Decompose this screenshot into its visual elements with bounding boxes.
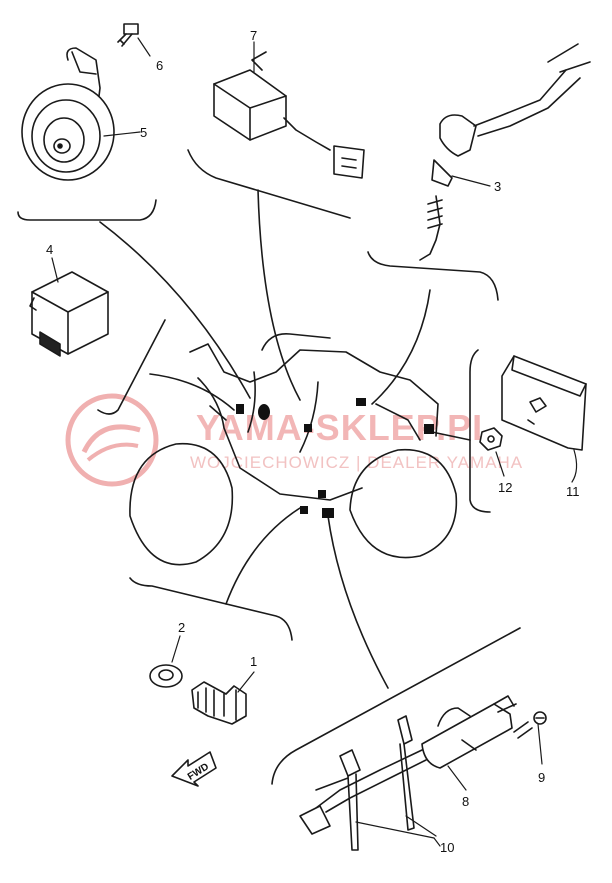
callout-12: 12 <box>498 480 512 495</box>
bracket-horn <box>17 199 157 221</box>
callout-2: 2 <box>178 620 185 635</box>
leader-lower-right <box>327 515 389 689</box>
callout-11: 11 <box>566 484 580 499</box>
callout-5: 5 <box>140 125 147 140</box>
callout-labels: 6 5 7 3 4 11 12 2 1 8 9 10 <box>46 28 580 855</box>
watermark-title: YAMA-SKLEP.PL <box>196 407 495 448</box>
bracket-lower-left <box>129 577 293 641</box>
motorcycle-outline <box>129 333 458 566</box>
bracket-right <box>469 349 491 513</box>
relay-7-icon <box>213 51 365 179</box>
callout-1: 1 <box>250 654 257 669</box>
brake-switch-8-icon <box>299 695 517 835</box>
callout-4: 4 <box>46 242 53 257</box>
leader-relay-4 <box>149 373 235 411</box>
fwd-arrow-icon <box>171 751 217 787</box>
bracket-relay-4 <box>97 319 166 415</box>
callout-10: 10 <box>440 840 454 855</box>
callout-8: 8 <box>462 794 469 809</box>
leader-lower-left <box>225 507 301 605</box>
nut-12-icon <box>479 427 503 451</box>
watermark-logo <box>65 393 159 487</box>
washer-2-icon <box>149 664 183 688</box>
plate-11-icon <box>501 355 587 451</box>
callout-leaders <box>51 37 578 847</box>
leader-switch-3 <box>371 289 431 405</box>
bracket-switch-3 <box>367 251 499 301</box>
leader-relay-7 <box>257 189 301 401</box>
leader-right <box>431 431 471 441</box>
watermark: YAMA-SKLEP.PL WOJCIECHOWICZ | DEALER YAM… <box>65 393 523 487</box>
screw-9-icon <box>513 711 547 739</box>
watermark-subtitle: WOJCIECHOWICZ | DEALER YAMAHA <box>190 453 523 472</box>
callout-7: 7 <box>250 28 257 43</box>
callout-6: 6 <box>156 58 163 73</box>
bracket-relay-7 <box>187 149 351 219</box>
callout-3: 3 <box>494 179 501 194</box>
connection-markers <box>236 398 434 518</box>
callout-9: 9 <box>538 770 545 785</box>
switch-3-icon <box>419 43 591 261</box>
horn-5-icon <box>21 47 115 181</box>
bracket-lower-right <box>271 627 521 785</box>
sensor-1-icon <box>191 681 247 725</box>
bolt-6-icon <box>117 23 139 47</box>
cable-ties-10-icon <box>315 715 415 851</box>
relay-4-icon <box>29 271 109 357</box>
leader-horn <box>99 221 251 399</box>
